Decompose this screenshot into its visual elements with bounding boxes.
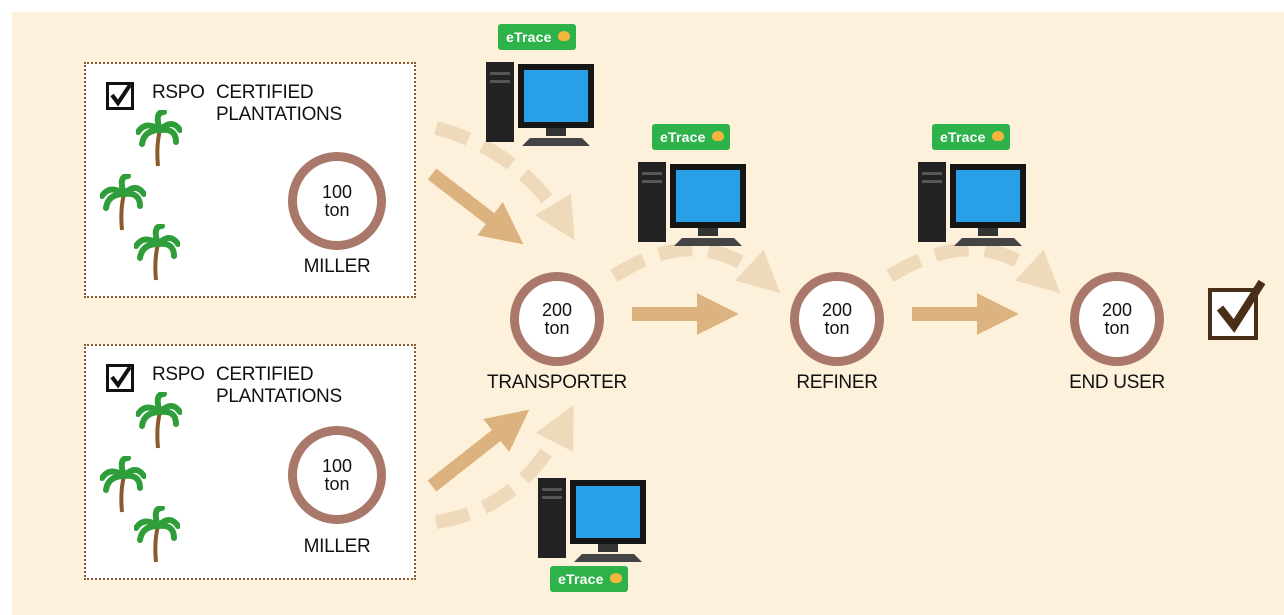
computer-icon bbox=[538, 478, 646, 562]
amount: 200 bbox=[1101, 300, 1133, 320]
dashed-arrow-etrace-to-transporter-top bbox=[434, 121, 575, 241]
plantations-label: PLANTATIONS bbox=[216, 386, 342, 407]
miller-top-label: MILLER bbox=[303, 256, 371, 277]
dashed-arrow-etrace-to-transporter-bottom bbox=[434, 405, 574, 529]
palm-tree-icon bbox=[136, 392, 182, 449]
palm-tree-icon bbox=[136, 110, 182, 167]
amount: 200 bbox=[541, 300, 573, 320]
arrow-miller-bottom-to-transporter bbox=[427, 409, 530, 492]
computer-icon bbox=[918, 162, 1026, 246]
unit: ton bbox=[1104, 318, 1130, 338]
checkbox-icon bbox=[106, 82, 134, 110]
etrace-logo-icon bbox=[992, 131, 1004, 141]
computer-icon bbox=[638, 162, 746, 246]
arrow-miller-top-to-transporter bbox=[427, 168, 524, 245]
unit: ton bbox=[544, 318, 570, 338]
certified-label: CERTIFIED bbox=[216, 364, 314, 385]
dashed-arrow-refiner-to-end-user bbox=[886, 242, 1061, 294]
verified-check-icon bbox=[1208, 279, 1266, 340]
etrace-logo-icon bbox=[712, 131, 724, 141]
amount: 100 bbox=[321, 182, 353, 202]
unit: ton bbox=[324, 200, 350, 220]
unit: ton bbox=[824, 318, 850, 338]
plantations-label: PLANTATIONS bbox=[216, 104, 342, 125]
certified-label: CERTIFIED bbox=[216, 82, 314, 103]
palm-tree-icon bbox=[134, 224, 180, 281]
etrace-logo-icon bbox=[610, 573, 622, 583]
amount: 100 bbox=[321, 456, 353, 476]
etrace-badge: eTrace bbox=[652, 124, 730, 150]
miller-bottom-label: MILLER bbox=[303, 536, 371, 557]
palm-tree-icon bbox=[134, 506, 180, 563]
etrace-badge: eTrace bbox=[932, 124, 1010, 150]
dashed-arrow-transporter-to-refiner bbox=[610, 242, 781, 294]
palm-tree-icon bbox=[100, 174, 146, 231]
rspo-label: RSPO bbox=[152, 364, 205, 385]
transporter-label: TRANSPORTER bbox=[487, 372, 627, 393]
computer-icon bbox=[486, 62, 594, 146]
refiner-label: REFINER bbox=[796, 372, 878, 393]
rspo-label: RSPO bbox=[152, 82, 205, 103]
etrace-logo-icon bbox=[558, 31, 570, 41]
unit: ton bbox=[324, 474, 350, 494]
end-user-label: END USER bbox=[1069, 372, 1165, 393]
etrace-badge: eTrace bbox=[498, 24, 576, 50]
checkbox-icon bbox=[106, 364, 134, 392]
amount: 200 bbox=[821, 300, 853, 320]
palm-tree-icon bbox=[100, 456, 146, 513]
etrace-badge: eTrace bbox=[550, 566, 628, 592]
